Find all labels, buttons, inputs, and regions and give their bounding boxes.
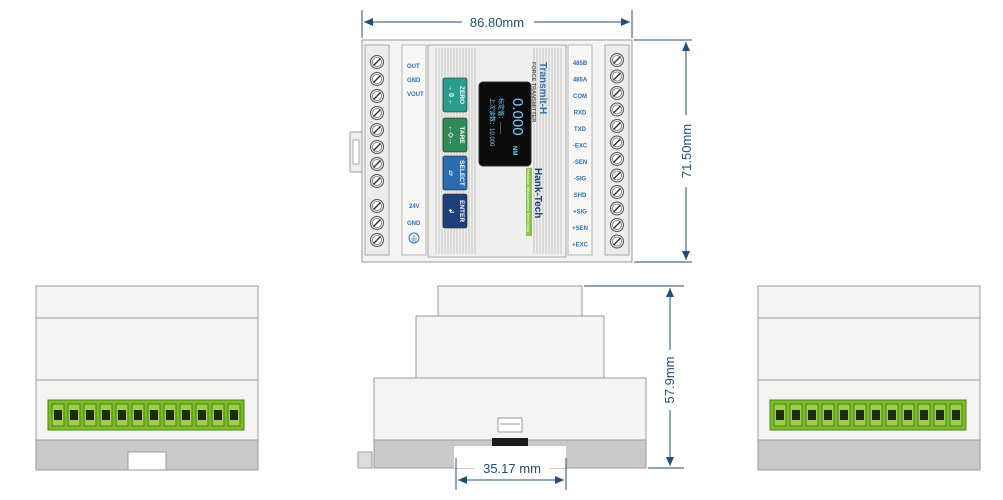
left-screw-5 [370, 123, 384, 137]
model-subtitle: FORCE TRANSMITTER [530, 62, 536, 122]
right-label-strip [567, 44, 593, 256]
tare-symbol: ←◇→ [447, 125, 454, 144]
right-screw-8 [610, 168, 624, 183]
right-terminal-strip [769, 399, 967, 431]
depth-dimension: 57.9mm [584, 285, 684, 469]
terminal-label-exc: +EXC [572, 243, 589, 249]
right-screw-column [610, 53, 624, 249]
left-screw-6 [370, 140, 384, 154]
display-value: 0.000 [509, 98, 526, 136]
right-screw-2 [610, 69, 624, 84]
right-screw-3 [610, 86, 624, 100]
zero-button[interactable]: → 0 ← ZERO [442, 77, 468, 113]
width-label: 86.80mm [470, 15, 524, 30]
right-screw-12 [610, 234, 624, 249]
enter-button[interactable]: ↲ENTER [442, 193, 468, 229]
ground-icon [408, 232, 420, 244]
height-dimension: 71.50mm [634, 39, 695, 263]
tare-label: TARE [458, 126, 465, 144]
left-screw-9 [370, 199, 384, 213]
right-screw-7 [610, 152, 624, 166]
left-screw-4 [370, 106, 384, 120]
left-terminal-strip [47, 399, 245, 431]
left-side-view [35, 285, 259, 471]
right-screw-10 [610, 201, 624, 216]
select-label: SELECT [458, 160, 465, 186]
rail-dimension: 35.17 mm [455, 458, 567, 490]
label-vout: VOUT [407, 92, 424, 98]
display-unit: NM [511, 146, 517, 155]
right-side-view [757, 285, 981, 471]
label-out: OUT [407, 64, 420, 70]
terminal-label-rxd: RXD [574, 111, 587, 117]
left-terminal-slots [51, 403, 241, 427]
label-24v: 24V [409, 204, 420, 210]
button-column: → 0 ← ZERO ←◇→ TARE ▱ SELECT ↲ENTER [442, 77, 468, 229]
enter-symbol: ↲ [447, 208, 455, 214]
label-gnd: GND [407, 78, 421, 84]
left-screw-column [370, 55, 384, 247]
display-line-2: 上次读数：10.000 [488, 98, 496, 147]
terminal-label-sen: +SEN [572, 226, 588, 232]
terminal-label-txd: TXD [574, 127, 587, 133]
zero-symbol: → 0 ← [447, 84, 454, 106]
label-gnd-power: GND [407, 221, 421, 227]
depth-label: 57.9mm [662, 357, 677, 404]
right-screw-1 [610, 53, 624, 67]
terminal-label-485a: 485A [573, 78, 588, 84]
right-terminal-slots [773, 403, 963, 427]
terminal-label-shd: SHD [574, 193, 587, 199]
left-screw-1 [370, 55, 384, 69]
right-screw-4 [610, 102, 624, 117]
rail-label: 35.17 mm [483, 461, 541, 476]
brand-tagline: Precision Measurement Technology [526, 169, 531, 232]
left-screw-2 [370, 72, 384, 86]
left-screw-3 [370, 89, 384, 103]
left-screw-8 [370, 174, 384, 188]
height-label: 71.50mm [679, 124, 694, 178]
terminal-label-com: COM [573, 94, 587, 100]
right-screw-6 [610, 135, 624, 150]
terminal-label-exc: -EXC [573, 144, 588, 150]
right-screw-11 [610, 218, 624, 232]
terminal-label-sig: -SIG [574, 177, 587, 183]
select-button[interactable]: ▱ SELECT [442, 155, 468, 191]
enter-label: ENTER [458, 200, 465, 222]
terminal-label-485b: 485B [573, 61, 588, 67]
end-view [357, 285, 647, 469]
left-screw-11 [370, 233, 384, 247]
right-screw-9 [610, 185, 624, 199]
left-screw-10 [370, 216, 384, 230]
brand-name: Hank-Tech [532, 168, 543, 218]
display-line-1: 标定值：------ [497, 98, 505, 134]
left-screw-7 [370, 157, 384, 171]
right-terminal-labels: 485B 485A COM RXD TXD -EXC -SEN -SIG SHD +SIG +SEN… [572, 61, 589, 249]
terminal-label-sen: -SEN [573, 160, 587, 166]
width-dimension: 86.80mm [361, 10, 633, 38]
display-screen [478, 81, 532, 167]
terminal-label-sig: +SIG [573, 210, 587, 216]
left-label-strip [401, 44, 427, 256]
zero-label: ZERO [458, 86, 465, 104]
right-screw-5 [610, 119, 624, 133]
tare-button[interactable]: ←◇→ TARE [442, 117, 468, 153]
model-title: Transmit-H [537, 62, 548, 114]
front-view: OUT GND VOUT 24V GND 0.000 NM 标定值：------… [349, 39, 633, 263]
select-symbol: ▱ [447, 169, 454, 176]
